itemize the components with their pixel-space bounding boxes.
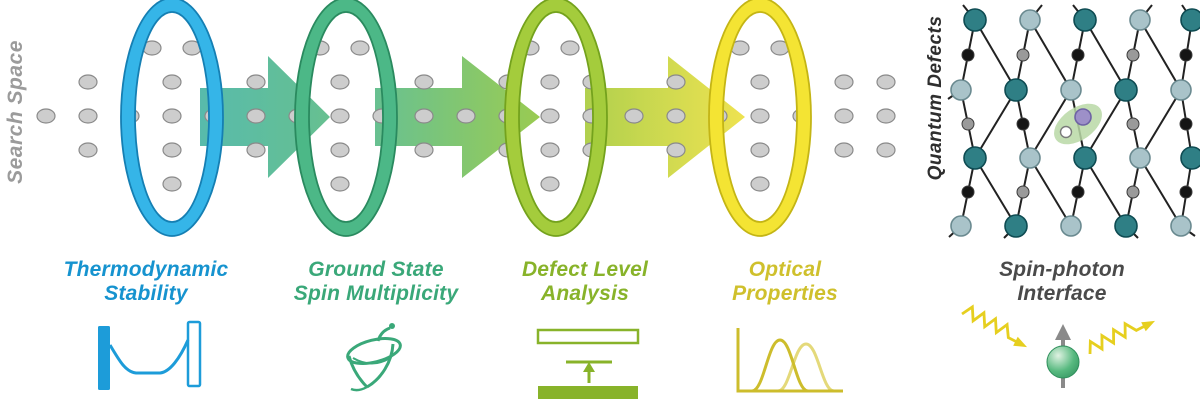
lattice-bonds	[947, 4, 1200, 239]
spin-photon-interface-label: Spin-photon Interface	[999, 258, 1125, 306]
stage-label-defect-level-analysis: Defect Level Analysis	[522, 258, 648, 306]
ring-spin-multiplicity	[294, 0, 398, 237]
stage-label-line2: Spin Multiplicity	[293, 282, 459, 305]
spin-arrow-head-icon	[1055, 324, 1071, 340]
stage-label-line2: Stability	[104, 282, 188, 305]
screening-rings	[120, 0, 812, 237]
stage-label-thermodynamic-stability: Thermodynamic Stability	[64, 258, 229, 306]
arrow-stage3-icon	[585, 56, 745, 178]
stage-label-optical-properties: Optical Properties	[732, 258, 838, 306]
defect-vacancy-atom	[1059, 125, 1073, 139]
spin-sphere-icon	[1046, 345, 1080, 379]
ring-optical-properties	[708, 0, 812, 237]
photon-wave-right-icon	[1088, 320, 1156, 355]
stage-label-line2: Analysis	[541, 282, 629, 305]
stage-label-line2: Properties	[732, 282, 838, 305]
stage-label-line1: Optical	[748, 258, 822, 281]
spin-photon-icon	[961, 304, 1156, 388]
stage-label-line2: Interface	[1017, 282, 1107, 305]
crystal-lattice	[947, 4, 1200, 239]
spinning-top-icon	[346, 323, 402, 392]
search-space-label: Search Space	[4, 40, 27, 184]
stage-label-line1: Thermodynamic	[63, 258, 229, 281]
stage-label-ground-state-spin-multiplicity: Ground State Spin Multiplicity	[294, 258, 458, 306]
photon-wave-left-icon	[961, 304, 1028, 348]
config-coordinate-diagram-icon	[98, 320, 202, 390]
defect-atoms	[1059, 108, 1092, 139]
stage-label-line1: Defect Level	[521, 258, 649, 281]
stage-label-line1: Ground State	[308, 258, 444, 281]
stage-label-line1: Spin-photon	[999, 258, 1125, 281]
lattice-host-atoms	[950, 8, 1200, 238]
lattice-bridging-atoms	[961, 48, 1193, 199]
defect-dopant-atom	[1074, 108, 1092, 126]
spectrum-peaks-icon	[736, 328, 843, 393]
ring-thermodynamic-stability	[120, 0, 224, 237]
ring-defect-level	[504, 0, 608, 237]
quantum-defects-label: Quantum Defects	[925, 15, 946, 181]
defect-level-diagram-icon	[536, 328, 640, 399]
